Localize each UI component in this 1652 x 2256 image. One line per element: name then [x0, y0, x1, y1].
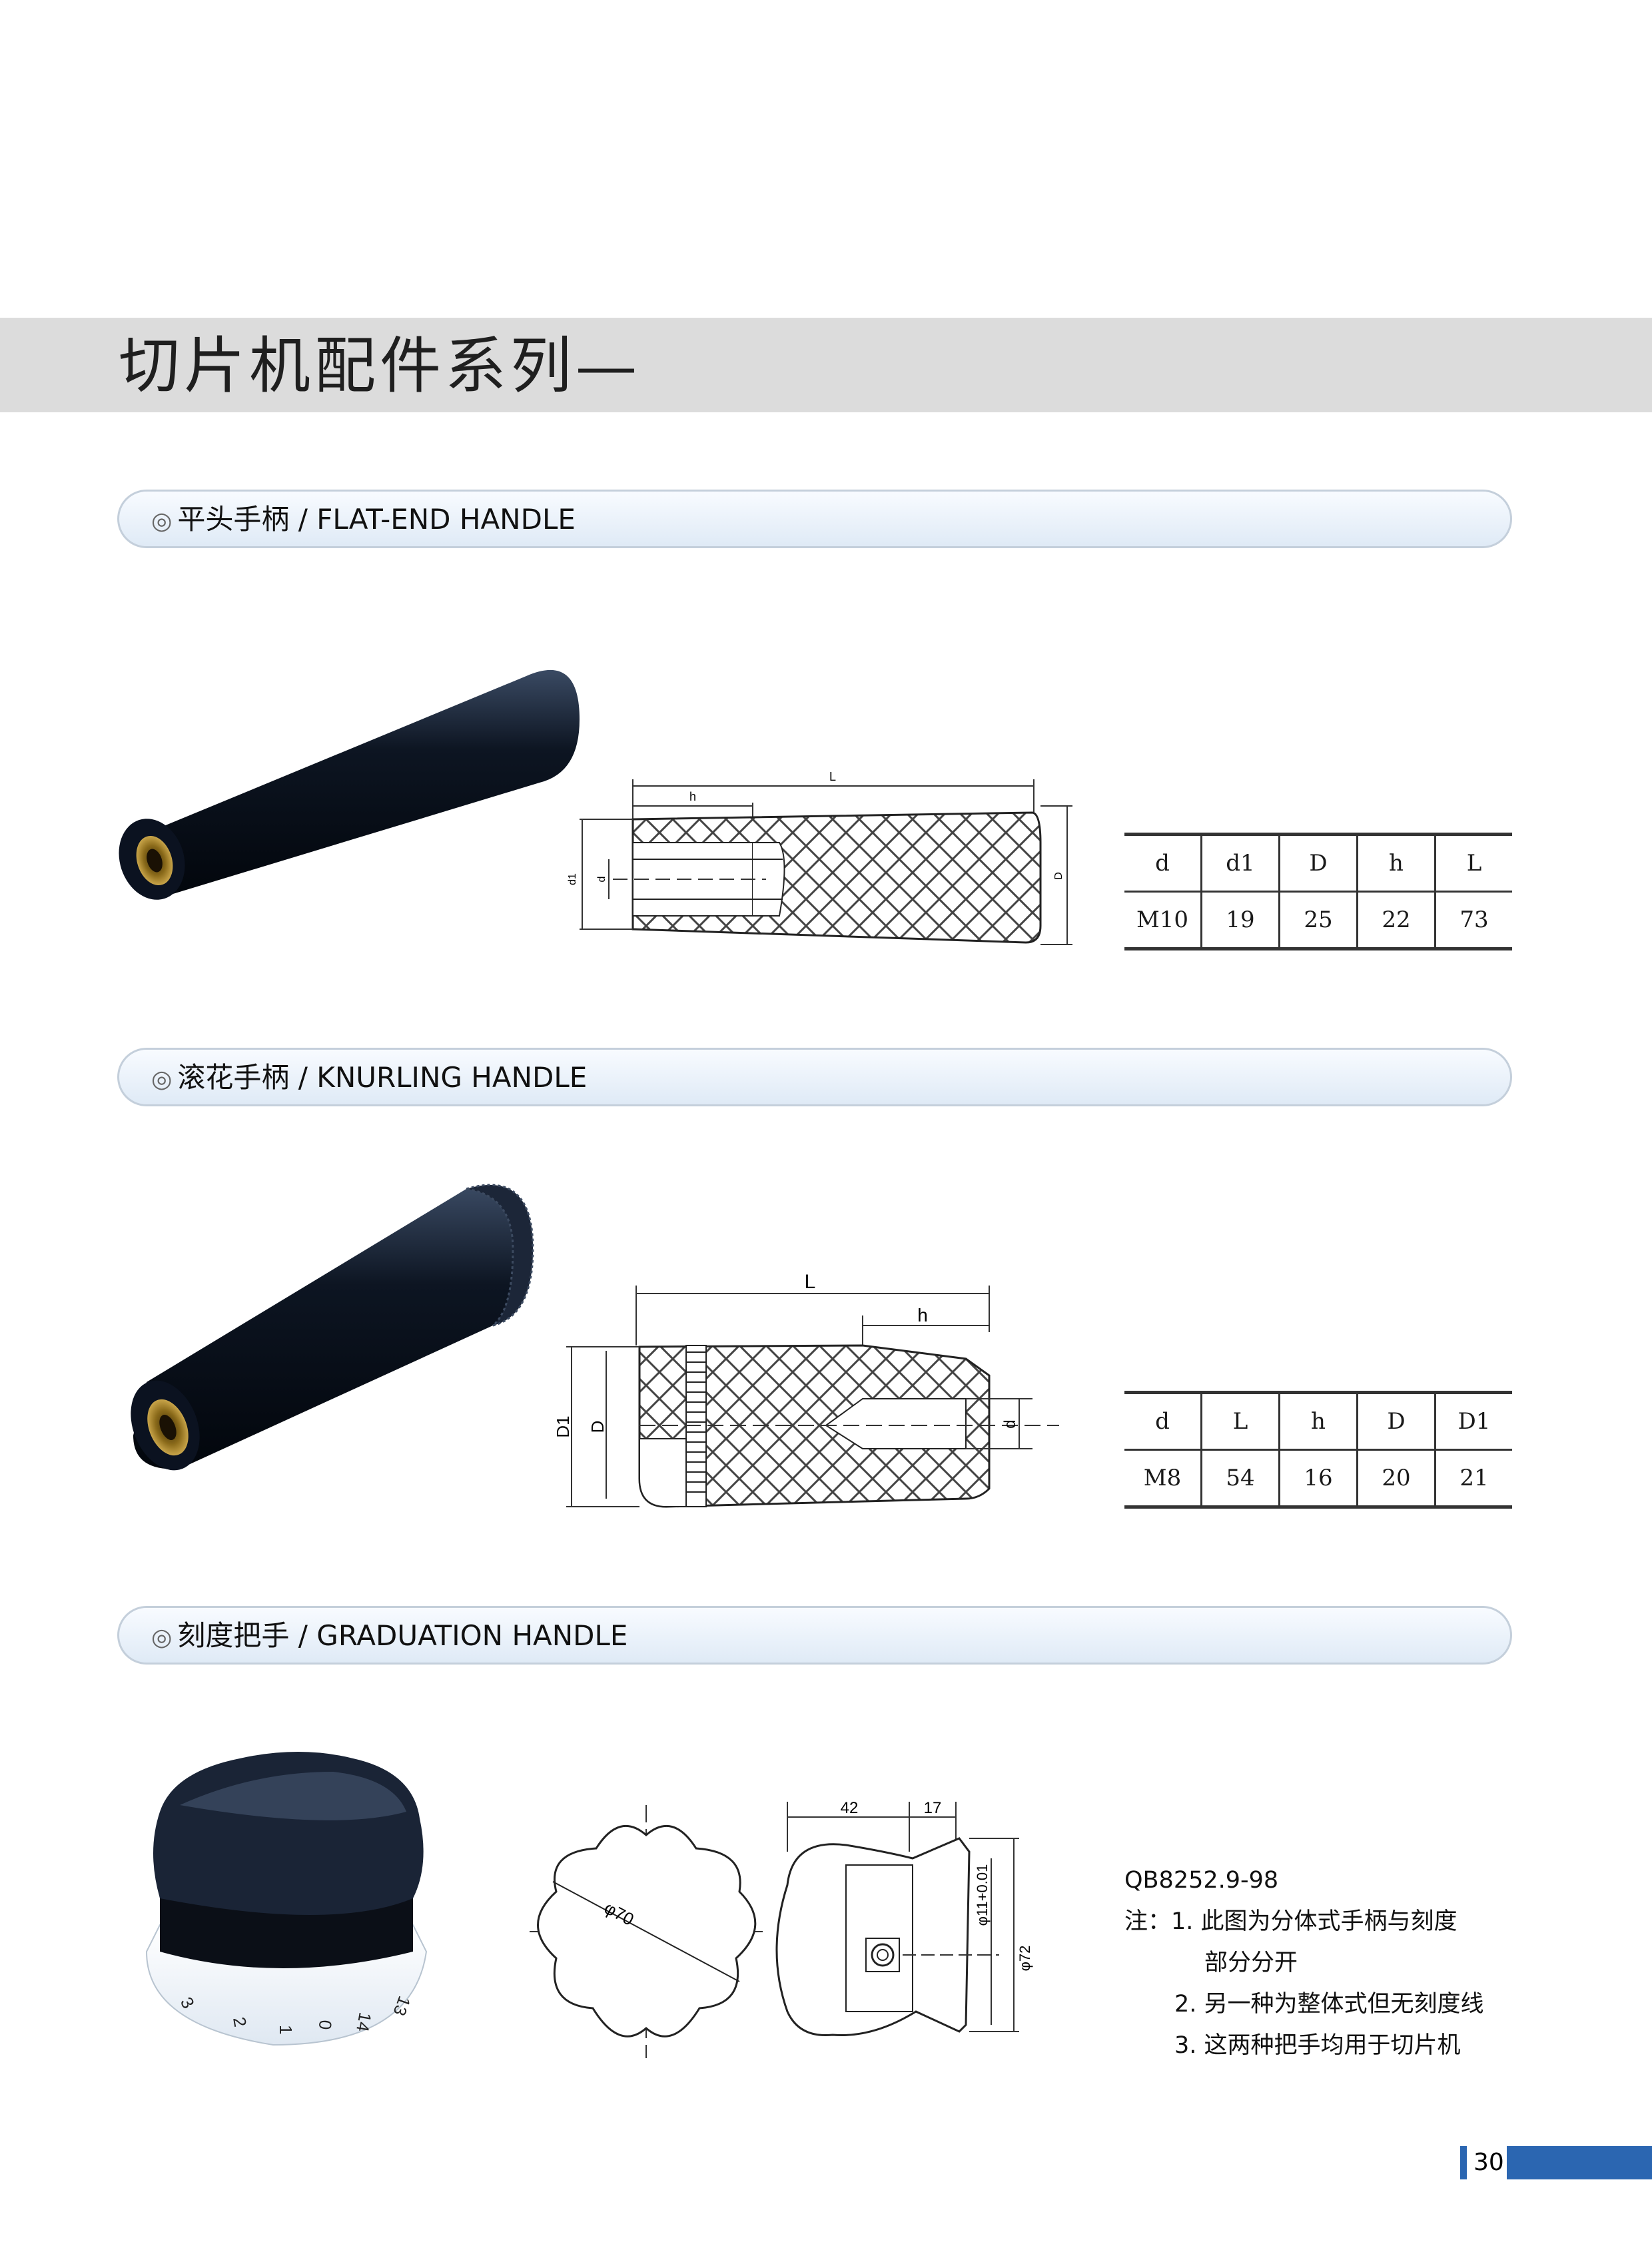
section-marker-icon: ◎ — [151, 1066, 173, 1093]
table-cell: 25 — [1278, 891, 1358, 950]
table-header-cell: D1 — [1434, 1391, 1512, 1451]
section-header-graduation: ◎刻度把手 / GRADUATION HANDLE — [117, 1606, 1512, 1665]
title-band — [0, 318, 1652, 412]
dial-number: 0 — [315, 2019, 336, 2030]
dim-D-label: D — [1053, 872, 1064, 880]
dim-D-label: D — [588, 1421, 608, 1433]
knurling-spec-table: d L h D D1 M8 54 16 20 21 — [1124, 1391, 1512, 1509]
table-cell: 16 — [1278, 1449, 1358, 1509]
table-header-cell: h — [1356, 833, 1436, 893]
table-cell: 19 — [1200, 891, 1280, 950]
table-cell: 22 — [1356, 891, 1436, 950]
graduation-side-view: 42 17 φ11+0.01 φ72 — [775, 1799, 1033, 2037]
table-row: M8 54 16 20 21 — [1124, 1449, 1512, 1509]
dim-42-label: 42 — [841, 1799, 859, 1817]
note-line: 3. 这两种把手均用于切片机 — [1174, 2032, 1461, 2059]
section-marker-icon: ◎ — [151, 1624, 173, 1651]
section-title: 刻度把手 / GRADUATION HANDLE — [177, 1619, 628, 1652]
table-header-row: d L h D D1 — [1124, 1391, 1512, 1451]
dim-h-label: h — [917, 1305, 928, 1325]
note-line: 2. 另一种为整体式但无刻度线 — [1174, 1991, 1484, 2018]
graduation-notes: QB8252.9-98 注：1. 此图为分体式手柄与刻度 部分分开 2. 另一种… — [1124, 1860, 1484, 2066]
table-cell: M10 — [1124, 891, 1202, 950]
graduation-handle-photo: 3 2 1 0 14 13 — [145, 1752, 428, 2046]
dim-17-label: 17 — [924, 1799, 942, 1817]
table-header-cell: L — [1200, 1391, 1280, 1451]
dim-d-label: d — [1001, 1419, 1019, 1428]
dial-number: 1 — [276, 2025, 296, 2034]
table-header-cell: d — [1124, 1391, 1202, 1451]
dial-number: 2 — [229, 2016, 250, 2028]
table-row: M10 19 25 22 73 — [1124, 891, 1512, 950]
graduation-top-view: φ70 — [530, 1805, 763, 2058]
section-title: 平头手柄 / FLAT-END HANDLE — [177, 503, 576, 536]
table-cell: 20 — [1356, 1449, 1436, 1509]
table-cell: M8 — [1124, 1449, 1202, 1509]
standard-code: QB8252.9-98 — [1124, 1867, 1279, 1894]
dial-number: 14 — [352, 2011, 376, 2034]
flat-end-spec-table: d d1 D h L M10 19 25 22 73 — [1124, 833, 1512, 950]
table-header-cell: d — [1124, 833, 1202, 893]
section-marker-icon: ◎ — [151, 508, 173, 535]
section-header-flat-end: ◎平头手柄 / FLAT-END HANDLE — [117, 490, 1512, 548]
table-cell: 73 — [1434, 891, 1512, 950]
table-header-cell: L — [1434, 833, 1512, 893]
table-header-cell: D — [1356, 1391, 1436, 1451]
knurling-handle-photo — [131, 1184, 534, 1471]
page-number: 30 — [1473, 2149, 1504, 2176]
dim-dia72-label: φ72 — [1017, 1946, 1033, 1972]
table-header-row: d d1 D h L — [1124, 833, 1512, 893]
dim-d-label: d — [596, 877, 608, 883]
section-header-knurling: ◎滚花手柄 / KNURLING HANDLE — [117, 1048, 1512, 1106]
table-cell: 21 — [1434, 1449, 1512, 1509]
note-line: 部分分开 — [1204, 1950, 1298, 1976]
knurling-drawing: L h D1 D d — [553, 1271, 1059, 1508]
table-cell: 54 — [1200, 1449, 1280, 1509]
dim-dia11-label: φ11+0.01 — [974, 1864, 991, 1926]
dim-L-label: L — [805, 1271, 816, 1293]
page-number-box — [1460, 2146, 1507, 2179]
note-line: 注：1. 此图为分体式手柄与刻度 — [1124, 1908, 1457, 1935]
table-header-cell: D — [1278, 833, 1358, 893]
dim-h-label: h — [689, 790, 696, 803]
dim-d1-label: d1 — [567, 873, 578, 885]
flat-end-handle-photo — [119, 669, 580, 900]
flat-end-drawing: L h d1 d D — [567, 770, 1072, 945]
dim-D1-label: D1 — [553, 1415, 573, 1437]
section-title: 滚花手柄 / KNURLING HANDLE — [177, 1061, 588, 1094]
page-title: 切片机配件系列— — [119, 330, 641, 402]
dim-L-label: L — [829, 770, 836, 783]
table-header-cell: h — [1278, 1391, 1358, 1451]
table-header-cell: d1 — [1200, 833, 1280, 893]
